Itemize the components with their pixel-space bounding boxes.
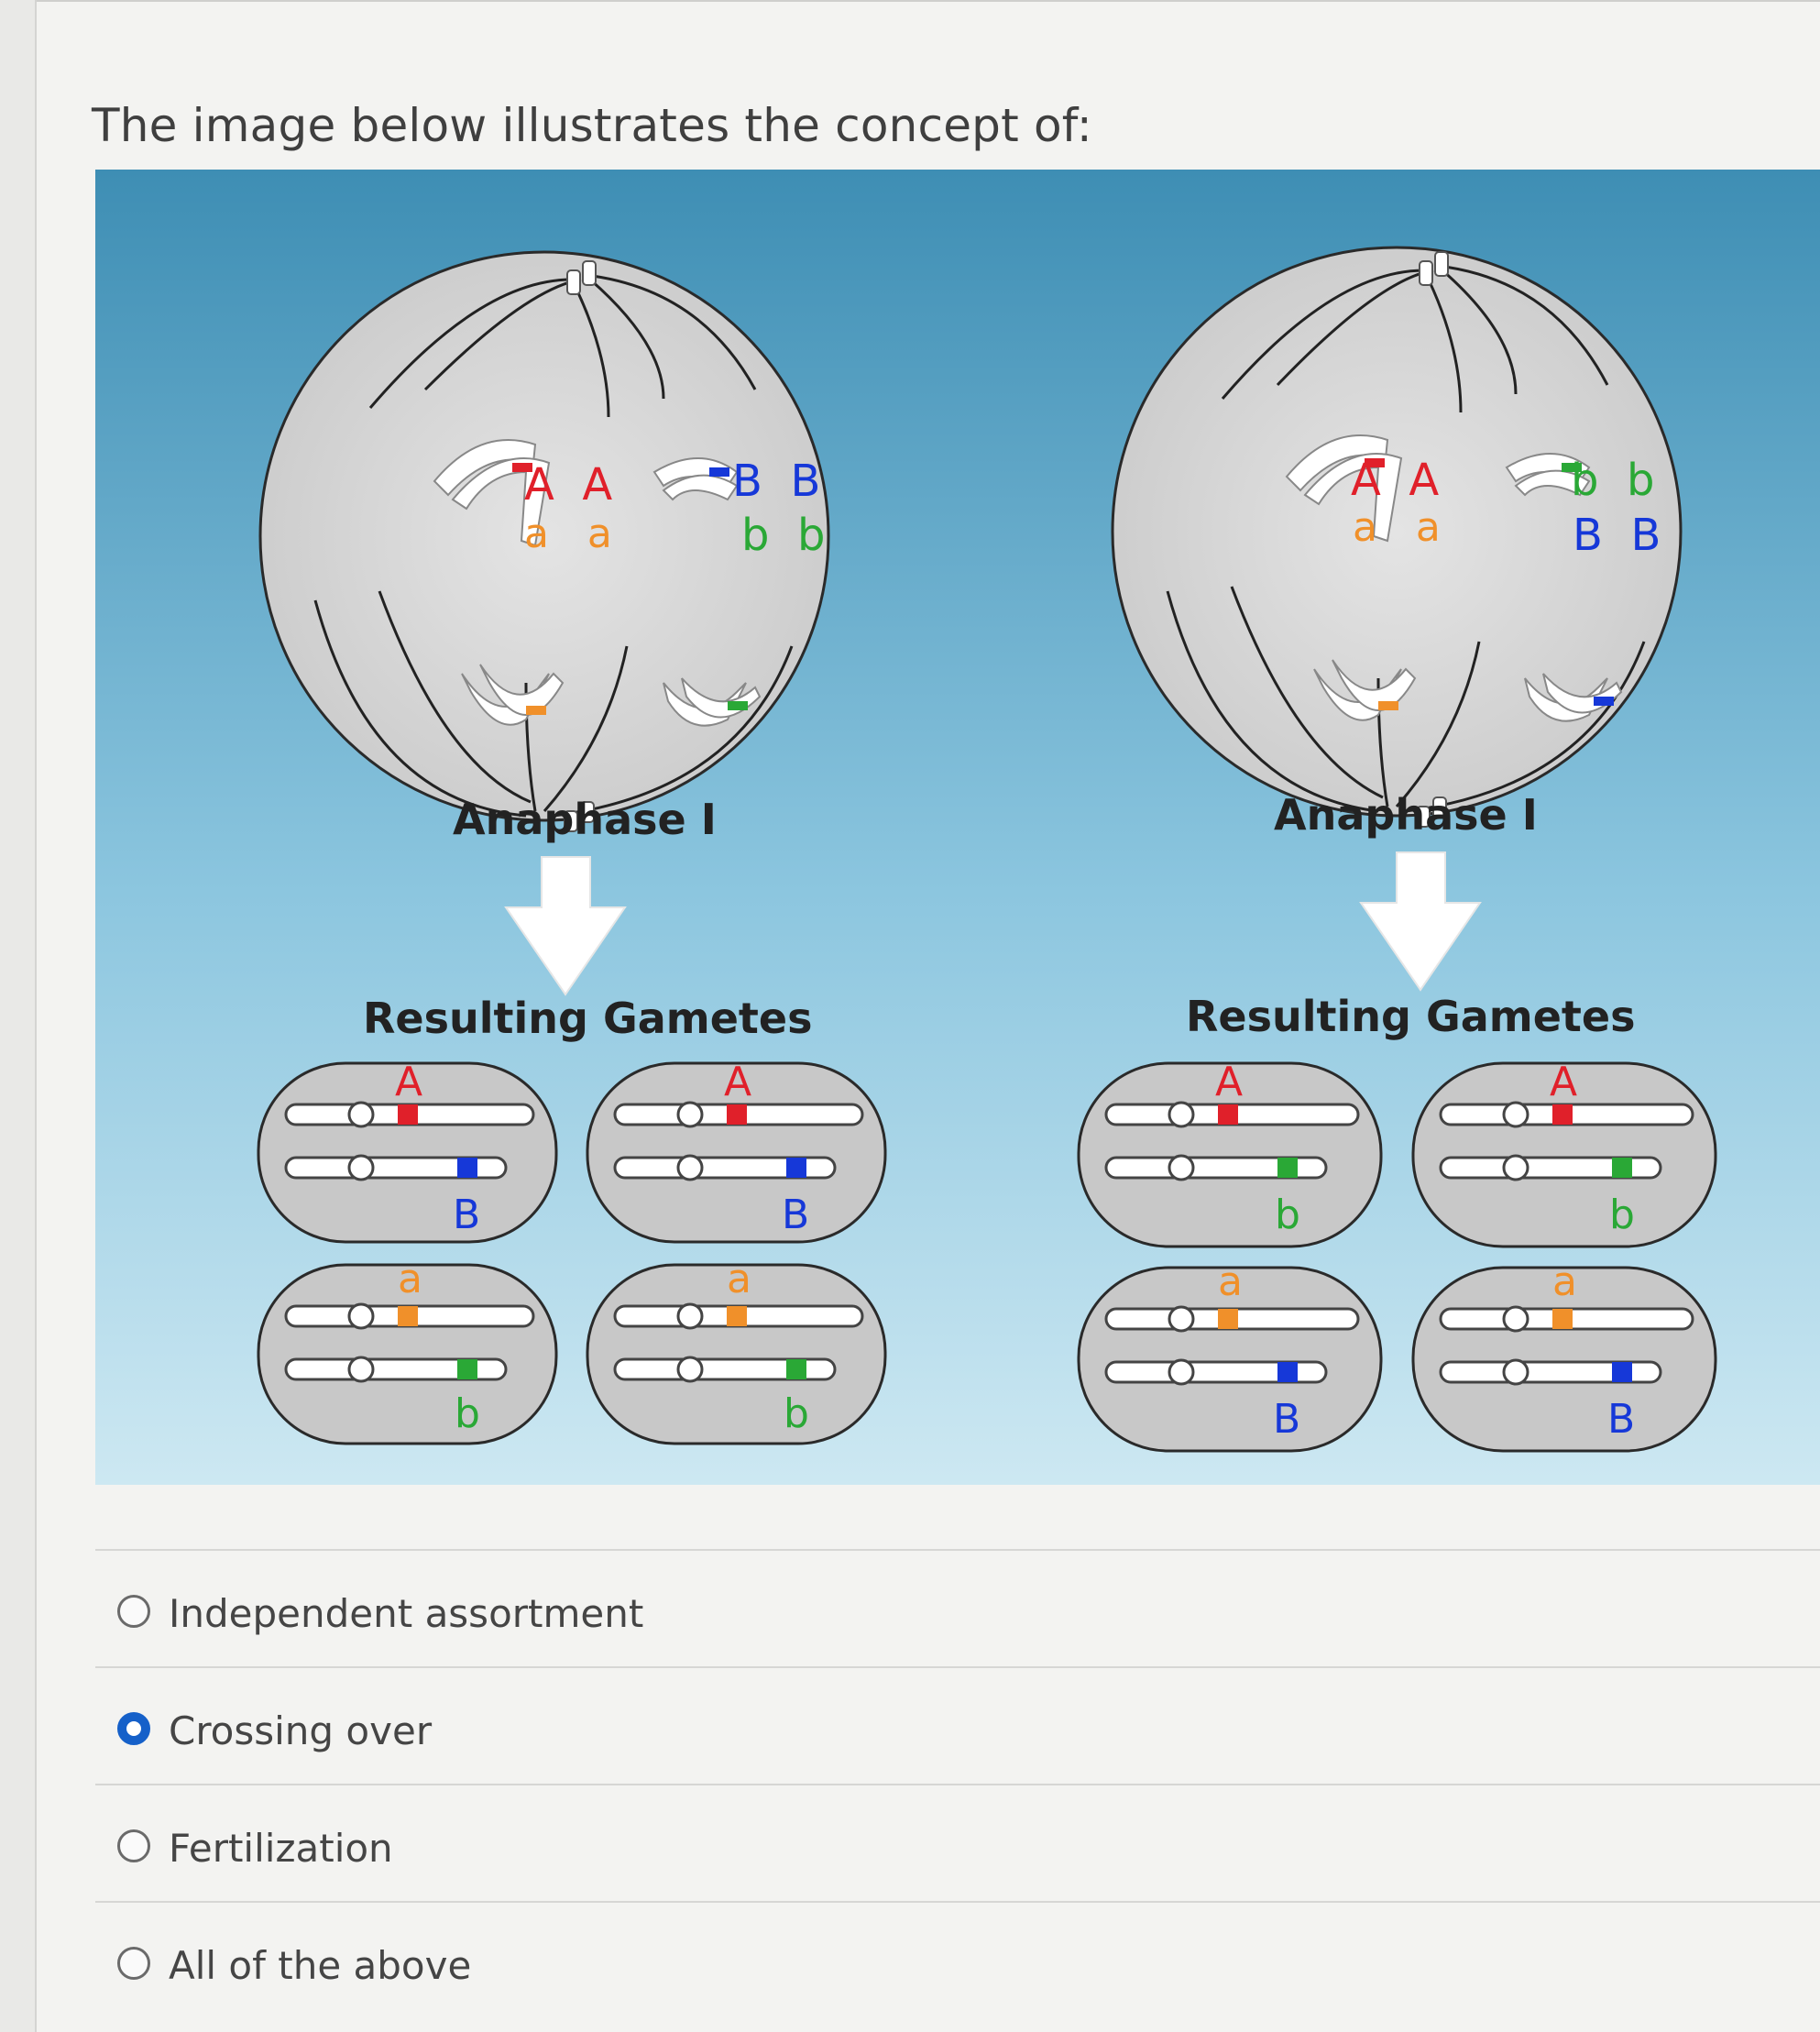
meiosis-diagram: A A a a B B b b Anaphase I Resulting Gam…	[95, 170, 1820, 1485]
left-gamete-1-bottom-allele: B	[453, 1192, 480, 1238]
left-gamete-4-bottom-allele: b	[784, 1390, 809, 1437]
left-centrioles	[564, 260, 597, 832]
option-label[interactable]: Fertilization	[169, 1826, 393, 1871]
left-stage-label: Anaphase I	[453, 795, 717, 844]
right-band-b	[1562, 463, 1582, 472]
left-spindle-fibers	[313, 273, 794, 818]
radio-button[interactable]	[117, 1595, 150, 1628]
right-gamete-4-top-allele: a	[1552, 1258, 1577, 1305]
left-cell-label-a: a a	[524, 511, 612, 557]
option-fertilization[interactable]: Fertilization	[95, 1784, 1820, 1901]
answer-options: Independent assortment Crossing over Fer…	[95, 1549, 1820, 2018]
question-prompt: The image below illustrates the concept …	[92, 99, 1092, 152]
right-panel: A A a a b b B B Anaphase I Resulting Gam…	[1077, 246, 1717, 1453]
radio-button-selected[interactable]	[117, 1712, 150, 1745]
right-centrioles	[1416, 251, 1449, 828]
right-cell-label-a: a a	[1353, 504, 1441, 551]
left-panel: A A a a B B b b Anaphase I Resulting Gam…	[257, 250, 887, 1445]
left-cell: A A a a B B b b	[258, 250, 830, 832]
right-gamete-4-bottom-allele: B	[1607, 1396, 1635, 1443]
right-band-B	[1594, 697, 1614, 706]
option-independent-assortment[interactable]: Independent assortment	[95, 1549, 1820, 1666]
right-gamete-2-bottom-allele: b	[1609, 1192, 1635, 1238]
right-down-arrow	[1359, 851, 1482, 992]
left-gamete-4-top-allele: a	[727, 1256, 751, 1302]
right-gamete-3: a B	[1077, 1258, 1383, 1453]
left-cell-label-B: B B	[732, 456, 820, 507]
top-divider	[37, 0, 1820, 2]
left-gamete-2-top-allele: A	[724, 1059, 751, 1105]
right-band-A	[1365, 458, 1385, 467]
radio-button[interactable]	[117, 1829, 150, 1862]
left-gamete-2: A B	[586, 1059, 887, 1244]
left-gamete-2-bottom-allele: B	[782, 1192, 809, 1238]
left-gamete-1: A B	[257, 1059, 558, 1244]
left-band-a	[526, 706, 546, 715]
right-cell-label-b: b b	[1571, 455, 1654, 506]
left-band-A	[512, 463, 532, 472]
left-band-b	[728, 701, 748, 710]
option-label[interactable]: All of the above	[169, 1943, 472, 1988]
question-figure: A A a a B B b b Anaphase I Resulting Gam…	[95, 170, 1820, 1485]
right-gamete-3-top-allele: a	[1218, 1258, 1243, 1305]
right-band-a	[1378, 701, 1398, 710]
right-cell-label-B: B B	[1573, 510, 1661, 561]
right-cell-label-A: A A	[1351, 455, 1439, 506]
left-gamete-3: a b	[257, 1256, 558, 1445]
option-crossing-over[interactable]: Crossing over	[95, 1666, 1820, 1784]
right-chromosomes	[1285, 434, 1623, 722]
left-gametes-label: Resulting Gametes	[363, 994, 812, 1043]
option-all-of-the-above[interactable]: All of the above	[95, 1901, 1820, 2018]
right-cell: A A a a b b B B	[1111, 246, 1683, 828]
radio-button[interactable]	[117, 1947, 150, 1980]
option-label[interactable]: Independent assortment	[169, 1591, 644, 1636]
quiz-page: The image below illustrates the concept …	[35, 0, 1820, 2032]
option-label[interactable]: Crossing over	[169, 1708, 433, 1753]
right-gametes-label: Resulting Gametes	[1186, 992, 1635, 1041]
right-gamete-2-top-allele: A	[1550, 1059, 1577, 1105]
left-cell-label-b: b b	[741, 510, 825, 561]
left-band-B	[709, 467, 729, 477]
left-gamete-3-bottom-allele: b	[455, 1390, 480, 1437]
right-stage-label: Anaphase I	[1274, 790, 1538, 840]
left-cell-label-A: A A	[524, 459, 612, 511]
right-gamete-2: A b	[1411, 1059, 1717, 1248]
right-gamete-1: A b	[1077, 1059, 1383, 1248]
left-down-arrow	[504, 856, 627, 996]
right-gamete-3-bottom-allele: B	[1273, 1396, 1300, 1443]
right-gamete-1-top-allele: A	[1215, 1059, 1243, 1105]
right-gamete-4: a B	[1411, 1258, 1717, 1453]
right-gamete-1-bottom-allele: b	[1275, 1192, 1300, 1238]
left-gamete-4: a b	[586, 1256, 887, 1445]
left-gamete-1-top-allele: A	[395, 1059, 422, 1105]
left-gamete-3-top-allele: a	[398, 1256, 422, 1302]
